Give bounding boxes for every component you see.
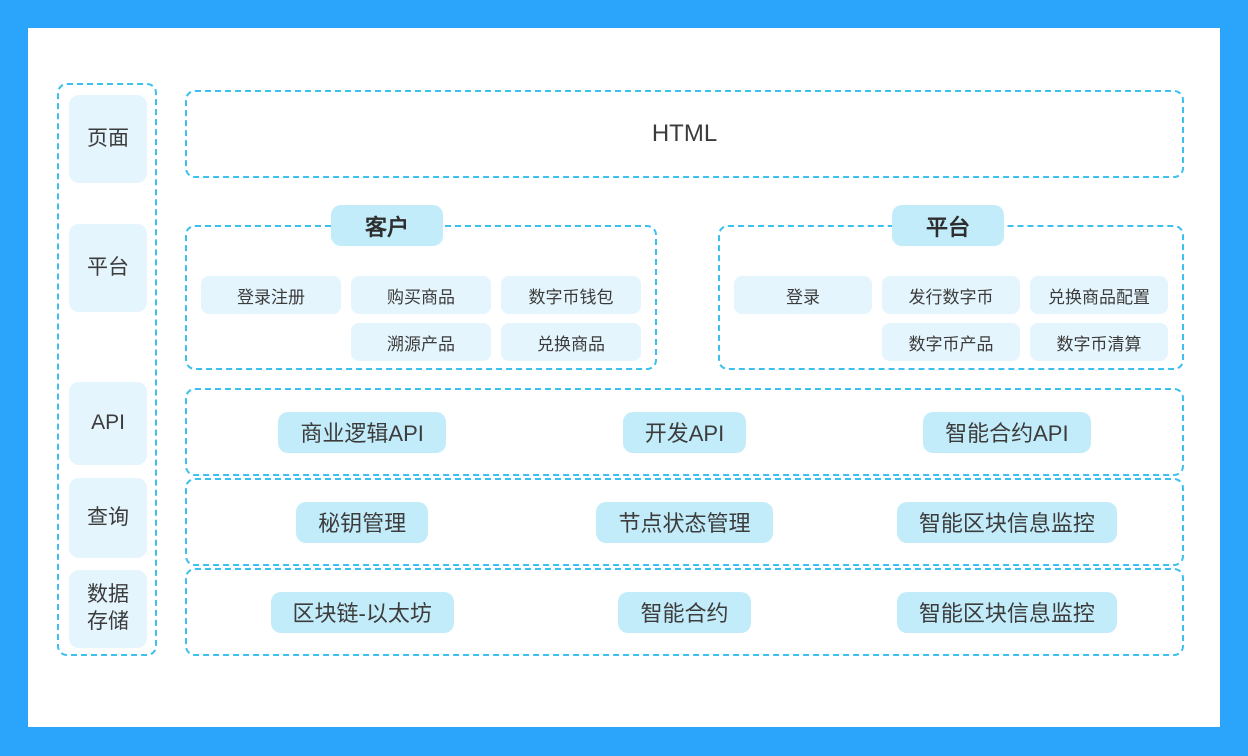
feature-chip[interactable]: 数字币钱包 [501,276,641,314]
feature-row: 溯源产品 兑换商品 [201,323,641,361]
architecture-diagram: 页面 平台 API 查询 数据存储 HTML 客户 登录注册 [28,28,1220,727]
feature-row: 登录 发行数字币 兑换商品配置 [734,276,1168,314]
diagram-canvas: 页面 平台 API 查询 数据存储 HTML 客户 登录注册 [28,28,1220,727]
query-row-grid: 秘钥管理 节点状态管理 智能区块信息监控 [187,480,1182,564]
presentation-row: HTML [185,90,1184,178]
query-chip[interactable]: 秘钥管理 [296,501,429,543]
api-chip[interactable]: 商业逻辑API [278,411,446,453]
storage-chip[interactable]: 区块链-以太坊 [270,591,454,633]
stage-item-query[interactable]: 查询 [69,478,147,558]
stage-label: 页面 [87,126,129,150]
stage-label: 平台 [87,255,129,279]
stage-label: 查询 [87,505,129,529]
customer-feature-grid: 登录注册 购买商品 数字币钱包 溯源产品 兑换商品 [201,276,641,361]
platform-feature-grid: 登录 发行数字币 兑换商品配置 数字币产品 数字币清算 [734,276,1168,361]
query-row: 秘钥管理 节点状态管理 智能区块信息监控 [185,478,1184,566]
api-chip[interactable]: 开发API [622,411,747,453]
stage-item-platform[interactable]: 平台 [69,224,147,312]
platform-panel-title: 平台 [892,205,1005,246]
feature-chip[interactable]: 溯源产品 [351,323,491,361]
storage-chip[interactable]: 智能合约 [618,591,751,633]
feature-chip[interactable]: 数字币产品 [882,323,1020,361]
feature-chip[interactable]: 购买商品 [351,276,491,314]
feature-chip[interactable]: 登录 [734,276,872,314]
customer-panel-title: 客户 [331,205,444,246]
presentation-label: HTML [651,120,718,147]
query-chip[interactable]: 节点状态管理 [596,501,773,543]
customer-panel: 客户 登录注册 购买商品 数字币钱包 溯源产品 兑换商品 [185,205,657,370]
feature-chip[interactable]: 发行数字币 [882,276,1020,314]
stage-item-data-storage[interactable]: 数据存储 [69,570,147,648]
stage-rail: 页面 平台 API 查询 数据存储 [57,83,157,656]
platform-panel: 平台 登录 发行数字币 兑换商品配置 数字币产品 数字币清算 [718,205,1184,370]
feature-chip[interactable]: 兑换商品配置 [1030,276,1168,314]
api-row: 商业逻辑API 开发API 智能合约API [185,388,1184,476]
storage-chip[interactable]: 智能区块信息监控 [896,591,1117,633]
feature-row: 数字币产品 数字币清算 [734,323,1168,361]
feature-row: 登录注册 购买商品 数字币钱包 [201,276,641,314]
stage-label: 数据存储 [87,583,129,633]
feature-chip-placeholder [734,323,872,361]
stage-item-page[interactable]: 页面 [69,95,147,183]
storage-row-grid: 区块链-以太坊 智能合约 智能区块信息监控 [187,570,1182,654]
feature-chip[interactable]: 登录注册 [201,276,341,314]
api-chip[interactable]: 智能合约API [923,411,1091,453]
feature-chip[interactable]: 兑换商品 [501,323,641,361]
query-chip[interactable]: 智能区块信息监控 [896,501,1117,543]
storage-row: 区块链-以太坊 智能合约 智能区块信息监控 [185,568,1184,656]
feature-chip-placeholder [201,323,341,361]
feature-chip[interactable]: 数字币清算 [1030,323,1168,361]
api-row-grid: 商业逻辑API 开发API 智能合约API [187,390,1182,474]
stage-label: API [91,411,125,435]
stage-item-api[interactable]: API [69,382,147,465]
